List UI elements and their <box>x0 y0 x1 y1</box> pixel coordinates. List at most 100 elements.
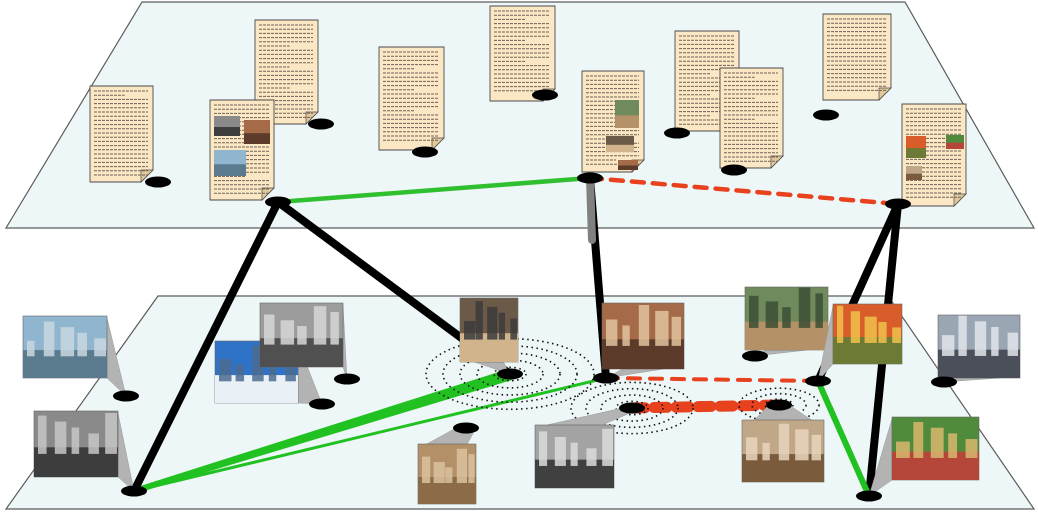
document-anchor-pin <box>813 109 839 121</box>
image-node <box>868 416 980 497</box>
document-thumbnail-detail <box>606 144 634 152</box>
document-thumbnail-detail <box>618 165 638 170</box>
photo-detail <box>456 448 468 483</box>
document-anchor-pin <box>145 176 171 188</box>
ripple-ring <box>425 337 595 411</box>
photo-detail <box>782 307 791 328</box>
photo-detail <box>746 437 758 461</box>
photo-detail <box>913 422 924 458</box>
image-node <box>937 314 1021 383</box>
photo-detail <box>60 327 75 357</box>
photo-detail <box>313 306 327 345</box>
photo-detail <box>837 305 844 343</box>
ripple-ring <box>615 400 649 416</box>
document-node <box>378 46 445 151</box>
photo-detail <box>942 335 955 356</box>
ripple-ring <box>600 394 664 422</box>
photo-detail <box>778 423 790 461</box>
image-anchor-pin <box>497 368 523 380</box>
photo-detail <box>948 433 958 458</box>
page-fold <box>431 137 445 151</box>
photo-detail <box>487 306 498 340</box>
image-node <box>417 427 477 505</box>
photo-detail <box>88 433 99 454</box>
page-fold <box>770 155 784 169</box>
image-node <box>744 286 829 357</box>
document-node <box>719 67 784 169</box>
image-node <box>22 315 127 397</box>
photo-detail <box>606 319 618 346</box>
image-dissimilarity-link <box>626 399 785 414</box>
image-node <box>259 302 348 380</box>
photo-detail <box>330 311 339 345</box>
image-anchor-pin <box>766 399 792 411</box>
photo-detail <box>896 441 910 458</box>
photo-detail <box>638 304 650 346</box>
image-dissimilarity-link <box>604 376 820 383</box>
document-node <box>581 70 645 173</box>
document-thumbnail-detail <box>906 148 926 158</box>
image-anchor-pin <box>805 375 831 387</box>
photo-detail <box>864 316 877 343</box>
photo-detail <box>878 322 887 343</box>
document-anchor-pin <box>308 118 334 130</box>
photo-detail <box>965 439 978 458</box>
ripple-ring <box>442 345 578 403</box>
photo-detail <box>280 320 295 345</box>
photo-detail <box>498 312 506 340</box>
image-anchor-pin <box>856 490 882 502</box>
image-node <box>33 410 135 492</box>
image-anchor-pin <box>619 402 645 414</box>
image-anchor-pin <box>931 376 957 388</box>
document-anchor-pin <box>577 172 603 184</box>
document-node <box>489 5 556 102</box>
image-similarity-link <box>815 378 872 499</box>
photo-detail <box>570 442 578 466</box>
document-node <box>254 19 319 125</box>
photo-detail <box>798 287 811 328</box>
photo-detail <box>94 338 106 357</box>
ripple-ring <box>570 381 694 435</box>
page-fold <box>878 87 892 101</box>
photo-detail <box>105 412 117 454</box>
image-similarity-link <box>134 369 512 494</box>
photo-detail <box>850 311 861 343</box>
photo-detail <box>264 314 275 345</box>
photo-detail <box>71 427 80 454</box>
photo-detail <box>671 316 681 346</box>
document-dissimilarity-link <box>587 175 901 207</box>
document-similarity-link <box>275 175 593 205</box>
ripple-ring <box>585 387 679 429</box>
photo-detail <box>554 436 566 466</box>
photo-detail <box>749 295 759 328</box>
document-thumbnail-detail <box>906 173 922 180</box>
document-thumbnail-detail <box>244 133 270 144</box>
photo-detail <box>930 427 944 458</box>
photo-detail <box>602 428 613 466</box>
image-anchor-pin <box>453 422 479 434</box>
photo-detail <box>991 326 999 356</box>
photo-detail <box>235 364 245 382</box>
document-anchor-pin <box>664 127 690 139</box>
document-thumbnail-detail <box>615 115 639 128</box>
document-node <box>822 13 892 101</box>
photo-detail <box>475 301 483 340</box>
page-fold <box>305 111 319 125</box>
document-anchor-pin <box>265 196 291 208</box>
document-image-link <box>130 198 282 495</box>
document-image-link-segment <box>586 174 596 244</box>
photo-detail <box>655 310 669 346</box>
document-anchor-pin <box>412 146 438 158</box>
document-node <box>901 103 967 207</box>
photo-detail <box>252 345 264 382</box>
photo-detail <box>468 454 475 483</box>
image-anchor-pin <box>113 390 139 402</box>
document-anchor-pin <box>721 164 747 176</box>
document-node <box>89 85 154 183</box>
photo-detail <box>622 325 630 346</box>
photo-detail <box>762 442 770 461</box>
page-fold <box>261 187 275 201</box>
layer-front <box>113 89 957 502</box>
photo-detail <box>811 434 821 461</box>
photo-detail <box>795 429 809 461</box>
